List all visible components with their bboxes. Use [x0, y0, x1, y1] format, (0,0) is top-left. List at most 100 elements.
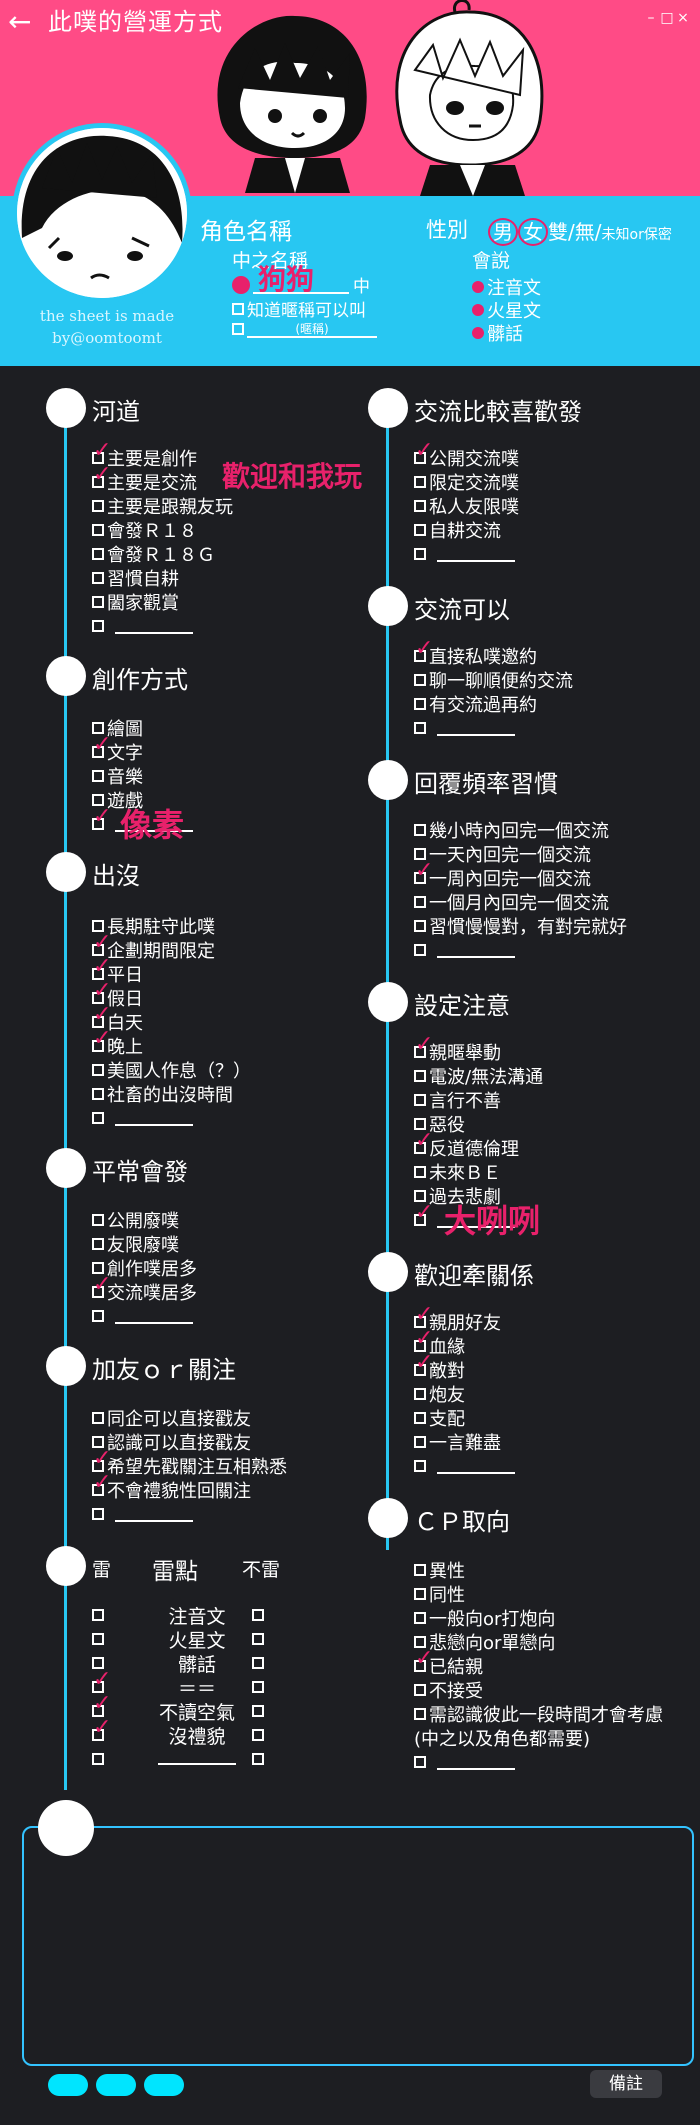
checkbox[interactable]: [92, 732, 111, 758]
option-row[interactable]: 一天內回完一個交流: [414, 842, 627, 866]
option-row[interactable]: 血緣: [414, 1326, 515, 1358]
checkbox[interactable]: [414, 1646, 433, 1672]
checkbox[interactable]: [414, 524, 426, 536]
option-row[interactable]: 音樂: [92, 764, 193, 788]
gender-unknown[interactable]: 未知or保密: [601, 227, 672, 243]
option-row[interactable]: 直接私噗邀約: [414, 636, 573, 668]
nick-option-3[interactable]: (暱稱): [232, 320, 381, 338]
page-pill[interactable]: [96, 2074, 136, 2096]
minimize-icon[interactable]: –: [647, 10, 655, 26]
option-row[interactable]: [92, 1502, 287, 1526]
thunder-yes-checkbox[interactable]: [92, 1753, 104, 1765]
option-row[interactable]: [414, 1200, 543, 1232]
checkbox[interactable]: [92, 770, 104, 782]
option-row[interactable]: 反道德倫理: [414, 1128, 543, 1160]
option-row[interactable]: 電波/無法溝通: [414, 1064, 543, 1088]
checkbox[interactable]: [414, 1094, 426, 1106]
option-row[interactable]: 一言難盡: [414, 1430, 515, 1454]
gender-none[interactable]: 無: [574, 220, 595, 244]
checkbox[interactable]: [414, 944, 426, 956]
checkbox[interactable]: [414, 896, 426, 908]
option-row[interactable]: 白天: [92, 1002, 251, 1034]
checkbox[interactable]: [414, 698, 426, 710]
option-row[interactable]: 不會禮貌性回關注: [92, 1470, 287, 1502]
option-row[interactable]: 美國人作息（？）: [92, 1058, 251, 1082]
checkbox[interactable]: [414, 1412, 426, 1424]
option-row[interactable]: 同性: [414, 1582, 663, 1606]
checkbox[interactable]: [92, 548, 104, 560]
page-pill[interactable]: [48, 2074, 88, 2096]
checkbox[interactable]: [414, 1564, 426, 1576]
option-row[interactable]: 平日: [92, 954, 251, 986]
option-row[interactable]: 未來ＢＥ: [414, 1160, 543, 1184]
checkbox[interactable]: [92, 500, 104, 512]
thunder-no-checkbox[interactable]: [252, 1729, 264, 1741]
nick-option-1[interactable]: 中: [232, 272, 370, 297]
checkbox[interactable]: [414, 858, 433, 884]
checkbox[interactable]: [414, 1756, 426, 1768]
gender-male[interactable]: 男: [488, 218, 518, 246]
option-row[interactable]: 一個月內回完一個交流: [414, 890, 627, 914]
checkbox[interactable]: [414, 1460, 426, 1472]
option-row[interactable]: 悲戀向or單戀向: [414, 1630, 663, 1654]
option-row[interactable]: 會發Ｒ１８Ｇ: [92, 542, 233, 566]
option-row[interactable]: 聊一聊順便約交流: [414, 668, 573, 692]
option-row[interactable]: [92, 804, 193, 836]
thunder-no-checkbox[interactable]: [252, 1657, 264, 1669]
close-icon[interactable]: ×: [677, 10, 689, 26]
option-row[interactable]: 公開廢噗: [92, 1208, 197, 1232]
checkbox[interactable]: [92, 1026, 111, 1052]
option-row[interactable]: 一周內回完一個交流: [414, 858, 627, 890]
memo-button[interactable]: 備註: [590, 2070, 662, 2098]
checkbox[interactable]: [414, 636, 433, 662]
nick-checkbox-2[interactable]: [232, 302, 244, 315]
checkbox[interactable]: [92, 1310, 104, 1322]
checkbox[interactable]: [414, 500, 426, 512]
option-row[interactable]: 會發Ｒ１８: [92, 518, 233, 542]
checkbox[interactable]: [414, 1388, 426, 1400]
checkbox[interactable]: [414, 1588, 426, 1600]
thunder-no-checkbox[interactable]: [252, 1609, 264, 1621]
checkbox[interactable]: [92, 596, 104, 608]
checkbox[interactable]: [414, 438, 433, 464]
option-row[interactable]: 幾小時內回完一個交流: [414, 818, 627, 842]
checkbox[interactable]: [92, 1272, 111, 1298]
option-row[interactable]: 言行不善: [414, 1088, 543, 1112]
checkbox[interactable]: [414, 1070, 426, 1082]
checkbox[interactable]: [414, 476, 426, 488]
checkbox[interactable]: [414, 920, 426, 932]
checkbox[interactable]: [414, 1684, 426, 1696]
option-row[interactable]: 長期駐守此噗: [92, 914, 251, 938]
checkbox[interactable]: [414, 548, 426, 560]
option-row[interactable]: 異性: [414, 1558, 663, 1582]
option-row[interactable]: [414, 542, 519, 566]
option-row[interactable]: 希望先戳關注互相熟悉: [92, 1446, 287, 1478]
checkbox[interactable]: [414, 1708, 426, 1720]
option-row[interactable]: [92, 614, 233, 638]
checkbox[interactable]: [92, 572, 104, 584]
notes-textarea[interactable]: [22, 1826, 694, 2066]
option-row[interactable]: 炮友: [414, 1382, 515, 1406]
option-row[interactable]: 主要是創作: [92, 438, 233, 470]
option-row[interactable]: 習慣自耕: [92, 566, 233, 590]
option-row[interactable]: [92, 1106, 251, 1130]
option-row[interactable]: [414, 1750, 663, 1774]
back-arrow-icon[interactable]: ←: [8, 5, 32, 38]
option-row[interactable]: 不接受: [414, 1678, 663, 1702]
checkbox[interactable]: [92, 1238, 104, 1250]
option-row[interactable]: 自耕交流: [414, 518, 519, 542]
checkbox[interactable]: [414, 1200, 433, 1226]
option-row[interactable]: 親朋好友: [414, 1302, 515, 1334]
checkbox[interactable]: [92, 1214, 104, 1226]
thunder-yes-checkbox[interactable]: [92, 1633, 104, 1645]
option-row[interactable]: [414, 1454, 515, 1478]
checkbox[interactable]: [414, 1128, 433, 1154]
thunder-yes-checkbox[interactable]: [92, 1715, 111, 1741]
option-row[interactable]: 習慣慢慢對，有對完就好: [414, 914, 627, 938]
option-row[interactable]: 晚上: [92, 1026, 251, 1058]
checkbox[interactable]: [414, 1350, 433, 1376]
option-row[interactable]: 需認識彼此一段時間才會考慮: [414, 1702, 663, 1726]
nick-checkbox-3[interactable]: [232, 323, 244, 335]
speak-item[interactable]: 火星文: [472, 298, 541, 322]
speak-checkbox[interactable]: [472, 280, 484, 293]
